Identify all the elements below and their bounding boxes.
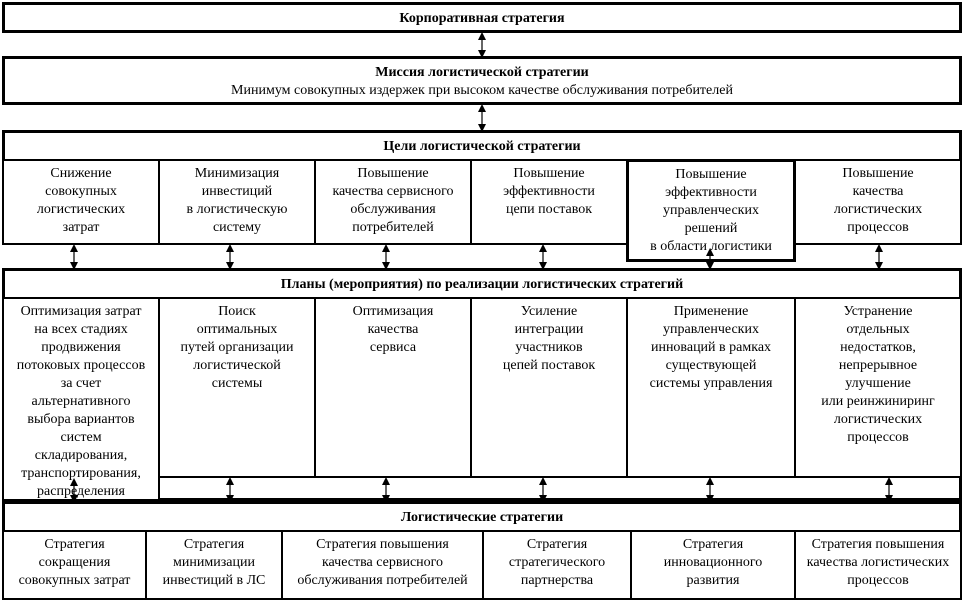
- strategy-cell: Стратегия повышения качества логистическ…: [794, 530, 962, 600]
- corporate-strategy-box: Корпоративная стратегия: [2, 2, 962, 33]
- plan-cell: Устранение отдельных недостатков, непрер…: [794, 297, 962, 478]
- goals-title: Цели логистической стратегии: [383, 139, 581, 154]
- plan-cell: Применение управленческих инноваций в ра…: [626, 297, 796, 478]
- plan-cell: Оптимизация затрат на всех стадиях продв…: [2, 297, 160, 501]
- plan-cell: Поиск оптимальных путей организации логи…: [158, 297, 316, 478]
- goal-cell: Повышение эффективности цепи поставок: [470, 159, 628, 245]
- plan-cell: Усиление интеграции участников цепей пос…: [470, 297, 628, 478]
- strategy-cell: Стратегия сокращения совокупных затрат: [2, 530, 147, 600]
- corporate-strategy-title: Корпоративная стратегия: [399, 11, 565, 26]
- strategies-title: Логистические стратегии: [400, 510, 564, 525]
- goal-cell: Снижение совокупных логистических затрат: [2, 159, 160, 245]
- plan-cell: Оптимизация качества сервиса: [314, 297, 472, 478]
- plans-title: Планы (мероприятия) по реализации логист…: [280, 277, 684, 292]
- mission-box: Миссия логистической стратегии Минимум с…: [2, 56, 962, 105]
- mission-title: Миссия логистической стратегии: [375, 65, 589, 80]
- goal-cell: Минимизация инвестиций в логистическую с…: [158, 159, 316, 245]
- mission-text: Минимум совокупных издержек при высоком …: [231, 83, 733, 98]
- goal-cell: Повышение эффективности управленческих р…: [626, 159, 796, 262]
- strategy-cell: Стратегия минимизации инвестиций в ЛС: [145, 530, 283, 600]
- goal-cell: Повышение качества сервисного обслуживан…: [314, 159, 472, 245]
